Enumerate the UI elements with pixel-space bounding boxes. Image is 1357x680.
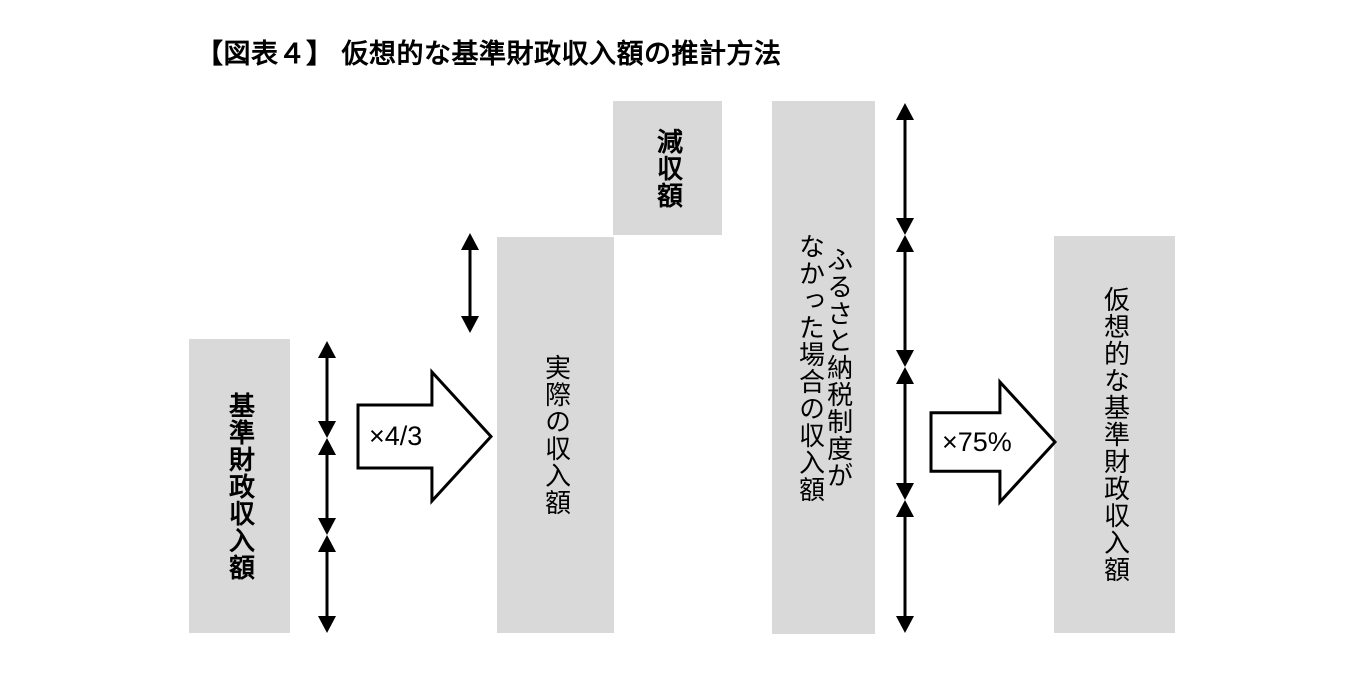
dimension-arrow-without-furusato-seg-3 xyxy=(894,367,916,500)
block-arrow-shape-multiply-four-thirds xyxy=(356,368,494,505)
bar-label-revenue-decrease: 減収額 xyxy=(652,127,683,209)
dimension-arrow-without-furusato-seg-4 xyxy=(894,500,916,633)
dimension-arrow-without-furusato-seg-2 xyxy=(894,235,916,367)
bar-label-actual-revenue: 実際の収入額 xyxy=(540,354,571,516)
bar-actual-revenue: 実際の収入額 xyxy=(497,237,614,633)
bar-virtual-standard-fiscal-revenue: 仮想的な基準財政収入額 xyxy=(1054,236,1175,633)
dimension-arrow-decrease-gap-marker xyxy=(459,233,481,333)
block-arrow-multiply-seventy-five-percent: ×75% xyxy=(929,378,1058,506)
bar-label-standard-fiscal-revenue: 基準財政収入額 xyxy=(224,391,255,581)
dimension-arrow-standard-revenue-seg-3 xyxy=(316,535,338,633)
dimension-arrow-standard-revenue-seg-1 xyxy=(316,341,338,438)
dimension-arrow-standard-revenue-seg-2 xyxy=(316,438,338,535)
block-arrow-multiply-four-thirds: ×4/3 xyxy=(356,368,494,505)
bar-revenue-decrease: 減収額 xyxy=(613,101,722,235)
block-arrow-shape-multiply-seventy-five-percent xyxy=(929,378,1058,506)
bar-label-virtual-standard-fiscal-revenue: 仮想的な基準財政収入額 xyxy=(1099,286,1130,583)
bar-standard-fiscal-revenue: 基準財政収入額 xyxy=(189,339,290,633)
bar-label-revenue-without-furusato: ふるさと納税制度が なかった場合の収入額 xyxy=(794,232,853,503)
page-title: 【図表４】 仮想的な基準財政収入額の推計方法 xyxy=(196,39,782,69)
dimension-arrow-without-furusato-seg-1 xyxy=(894,103,916,235)
bar-revenue-without-furusato: ふるさと納税制度が なかった場合の収入額 xyxy=(772,101,875,634)
